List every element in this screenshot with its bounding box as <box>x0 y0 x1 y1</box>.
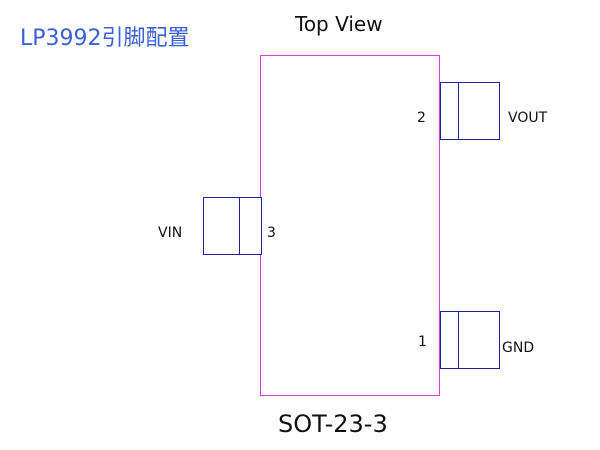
pin-3-number: 3 <box>267 225 276 241</box>
pin-1-name: GND <box>502 340 535 356</box>
pin-3-pad <box>203 197 262 255</box>
pin-1-number: 1 <box>418 334 427 350</box>
pin-2-pad <box>440 82 500 140</box>
diagram-title: LP3992引脚配置 <box>20 26 190 51</box>
pin-1-pad <box>440 311 500 369</box>
package-label: SOT-23-3 <box>278 410 388 438</box>
pin-2-name: VOUT <box>508 110 548 126</box>
pin-2-number: 2 <box>417 110 426 126</box>
package-body <box>260 55 440 396</box>
view-label: Top View <box>295 12 383 36</box>
pin-3-name: VIN <box>158 225 183 241</box>
